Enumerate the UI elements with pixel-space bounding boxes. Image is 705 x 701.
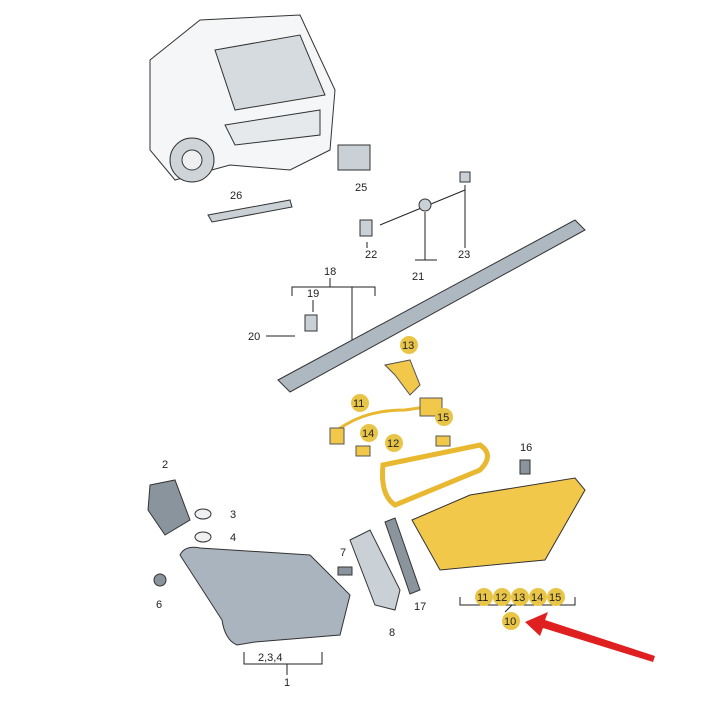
part-6-nut [153, 573, 167, 587]
car-rear-illustration [149, 14, 336, 183]
label-13: 13 [402, 340, 414, 352]
label-22: 22 [365, 249, 377, 261]
label-14: 14 [362, 428, 374, 440]
part-8-bracket [349, 529, 401, 611]
label-23: 23 [458, 249, 470, 261]
part-12-gasket [380, 442, 490, 508]
part-3-bulb [194, 508, 212, 520]
part-1-tail-lamp [179, 546, 351, 646]
label-12: 12 [387, 438, 399, 450]
part-11-socket [329, 427, 345, 445]
part-2-bulb-holder [147, 479, 191, 536]
part-23 [459, 171, 471, 183]
label-19: 19 [307, 288, 319, 300]
part-16-screw [519, 459, 531, 475]
label-26: 26 [230, 190, 242, 202]
label-2-3-4: 2,3,4 [258, 652, 282, 664]
part-18-trim-strip [277, 219, 586, 393]
part-19 [304, 314, 318, 332]
label-16: 16 [520, 442, 532, 454]
part-14-bulb [355, 445, 371, 457]
label-g14: 14 [531, 592, 543, 604]
part-7-screw [337, 566, 353, 576]
label-15: 15 [437, 412, 449, 424]
part-17-seal [384, 517, 421, 595]
label-2: 2 [162, 459, 168, 471]
label-17: 17 [414, 601, 426, 613]
part-13-bracket [383, 359, 421, 396]
part-25-switch [337, 144, 371, 171]
label-25: 25 [355, 182, 367, 194]
label-g12: 12 [495, 592, 507, 604]
label-8: 8 [389, 627, 395, 639]
callouts-yellow: 13 11 14 15 12 [351, 336, 453, 452]
part-26-trim [207, 199, 293, 223]
label-g15: 15 [549, 592, 561, 604]
red-arrow [525, 612, 655, 662]
part-4-bulb [194, 531, 212, 543]
label-3: 3 [230, 509, 236, 521]
label-4: 4 [230, 532, 236, 544]
label-1: 1 [284, 677, 290, 689]
label-11: 11 [353, 398, 364, 410]
group-callouts: 11 12 13 14 15 10 [475, 588, 565, 630]
part-22 [359, 219, 373, 237]
label-20: 20 [248, 331, 260, 343]
label-21: 21 [412, 271, 424, 283]
part-15-bulb [435, 435, 451, 447]
label-10: 10 [504, 616, 516, 628]
label-6: 6 [156, 599, 162, 611]
label-18: 18 [324, 266, 336, 278]
label-g13: 13 [513, 592, 525, 604]
label-7: 7 [340, 547, 346, 559]
label-g11: 11 [477, 592, 488, 604]
part-10-inner-tail-lamp [411, 477, 586, 571]
